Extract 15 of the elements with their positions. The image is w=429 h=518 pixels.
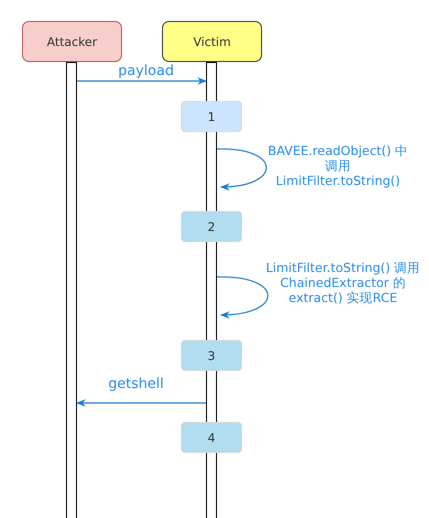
message-arrow [76,399,206,407]
self-message-arrow [216,148,267,190]
step-box: 3 [181,340,242,371]
message-arrow [77,77,207,85]
participant-box: Attacker [22,21,122,62]
edge-label: payload [117,63,175,80]
edge-label: getshell [107,376,165,393]
step-box: 2 [181,211,242,242]
lifeline-bar [66,62,77,518]
self-message-arrow [216,276,268,318]
step-box: 1 [181,101,242,132]
edge-label: LimitFilter.toString() 调用ChainedExtractor 的extract() 实现RCE [264,260,422,305]
edge-label: BAVEE.readObject() 中调用 LimitFilter.toString() [266,143,410,188]
participant-box: Victim [162,21,262,62]
step-box: 4 [181,422,242,453]
